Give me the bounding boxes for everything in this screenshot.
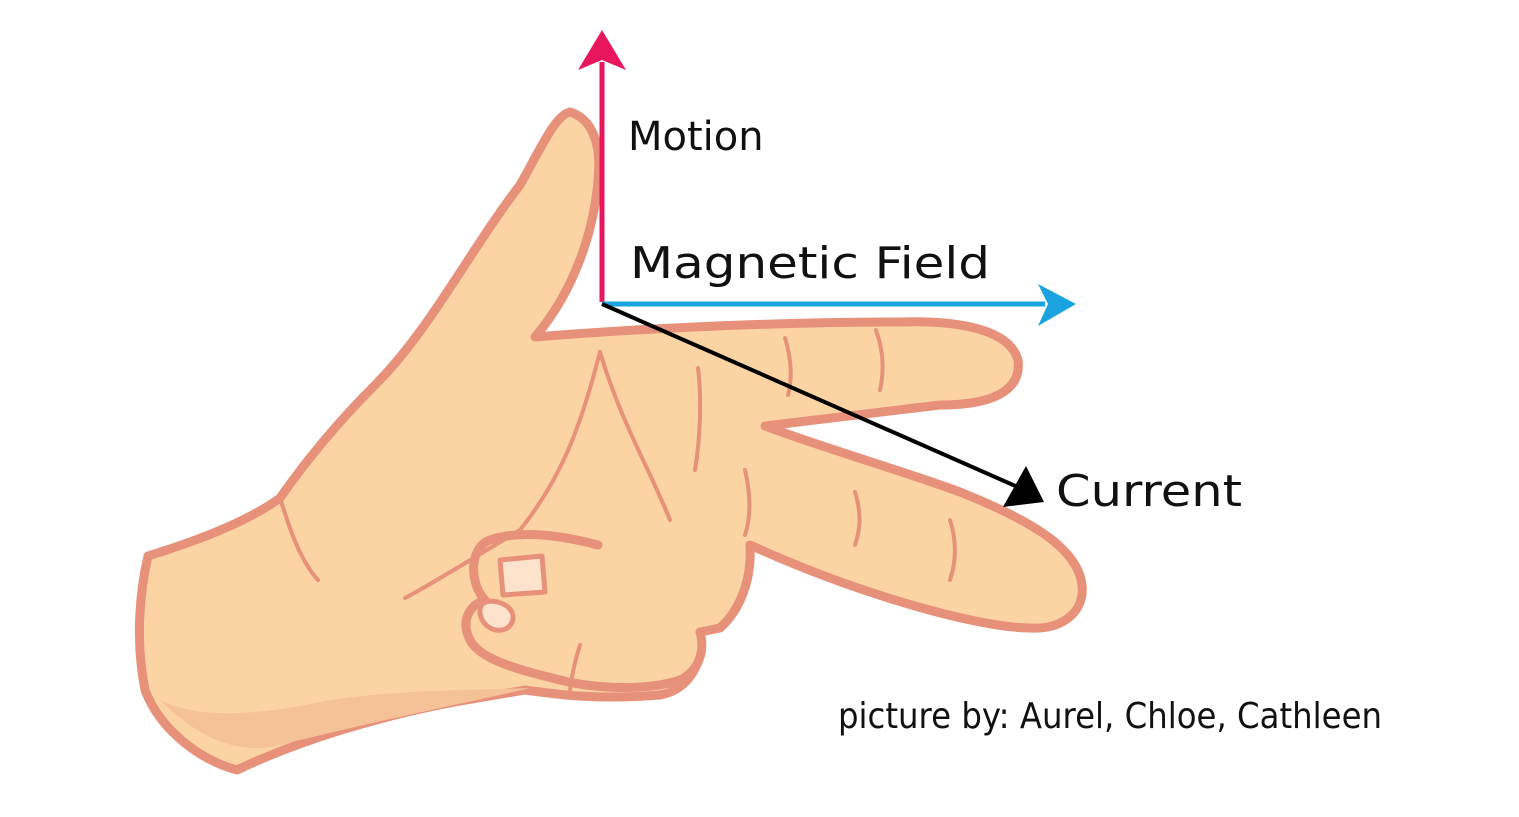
nail-top (497, 553, 548, 598)
hand-crease-lines (278, 328, 957, 692)
motion-label: Motion (628, 114, 764, 160)
magnetic-field-arrowhead (1038, 284, 1076, 326)
current-arrowhead (1003, 466, 1044, 507)
palm-shadow (160, 688, 530, 748)
credit-text: picture by: Aurel, Chloe, Cathleen (838, 696, 1382, 737)
current-arrow (601, 302, 1044, 507)
nail-bottom (477, 598, 516, 633)
motion-arrowhead (578, 30, 626, 70)
magnetic-field-label: Magnetic Field (630, 238, 990, 289)
magnetic-field-arrow (602, 284, 1076, 326)
motion-arrow (578, 30, 626, 302)
current-label: Current (1056, 466, 1242, 517)
hand-palm-thumb-index (134, 107, 1087, 775)
hand-illustration (134, 107, 1087, 775)
